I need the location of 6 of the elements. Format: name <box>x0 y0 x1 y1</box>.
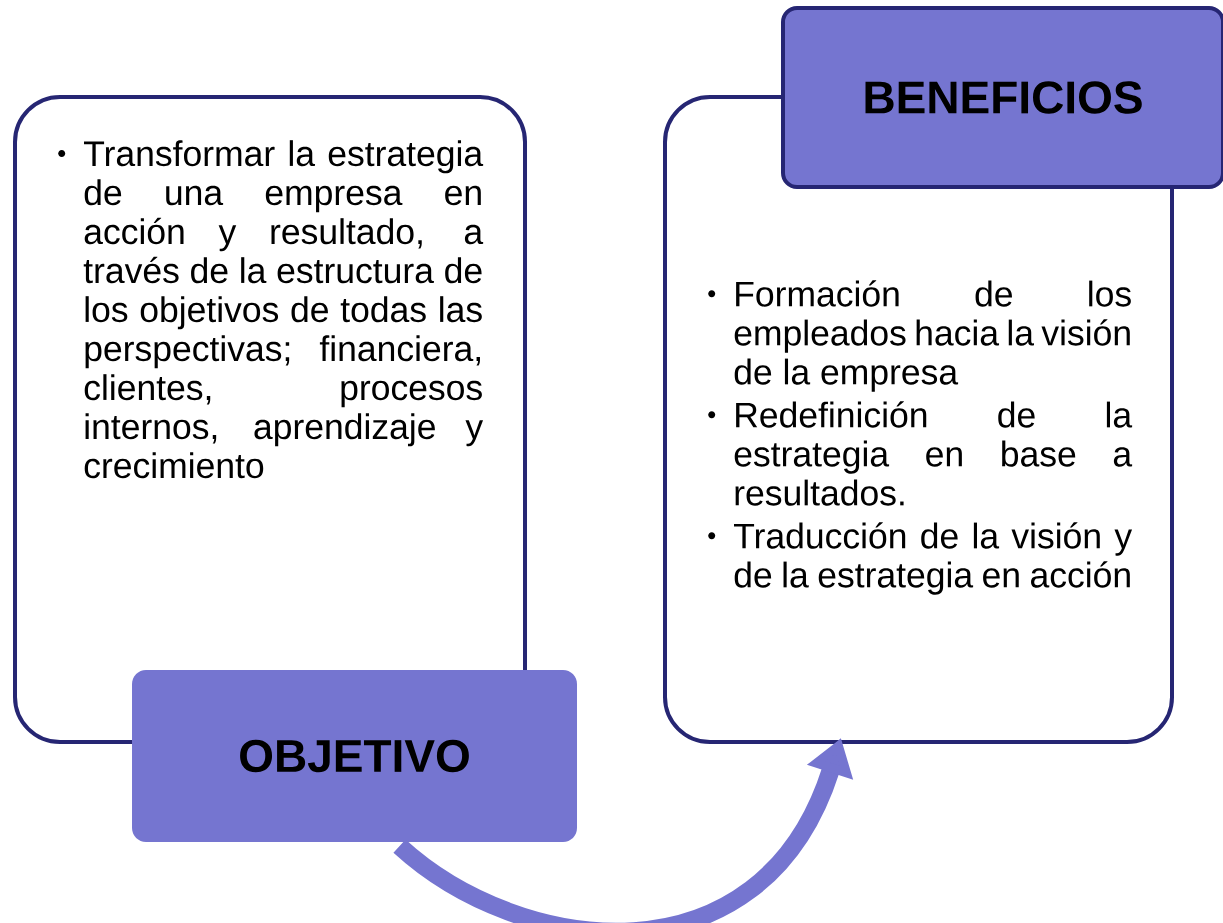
bullet-text: Traducción de la visión y de la estrategia en acción <box>708 522 1133 595</box>
label-box: OBJETIVO <box>132 670 577 842</box>
bullet-text: Transformar la estrategia de una empresa en acción y resultado, a través de la estructura de los objetivos de todas las perspectivas; financiera, clientes, procesos internos, aprendizaje y crecimiento <box>58 140 484 479</box>
bullet-text: Redefinición de la estrategia en base a resultados. <box>708 401 1133 506</box>
bullet-text: Formación de los empleados hacia la visión de la empresa <box>708 280 1131 392</box>
label-box: BENEFICIOS <box>781 6 1223 189</box>
